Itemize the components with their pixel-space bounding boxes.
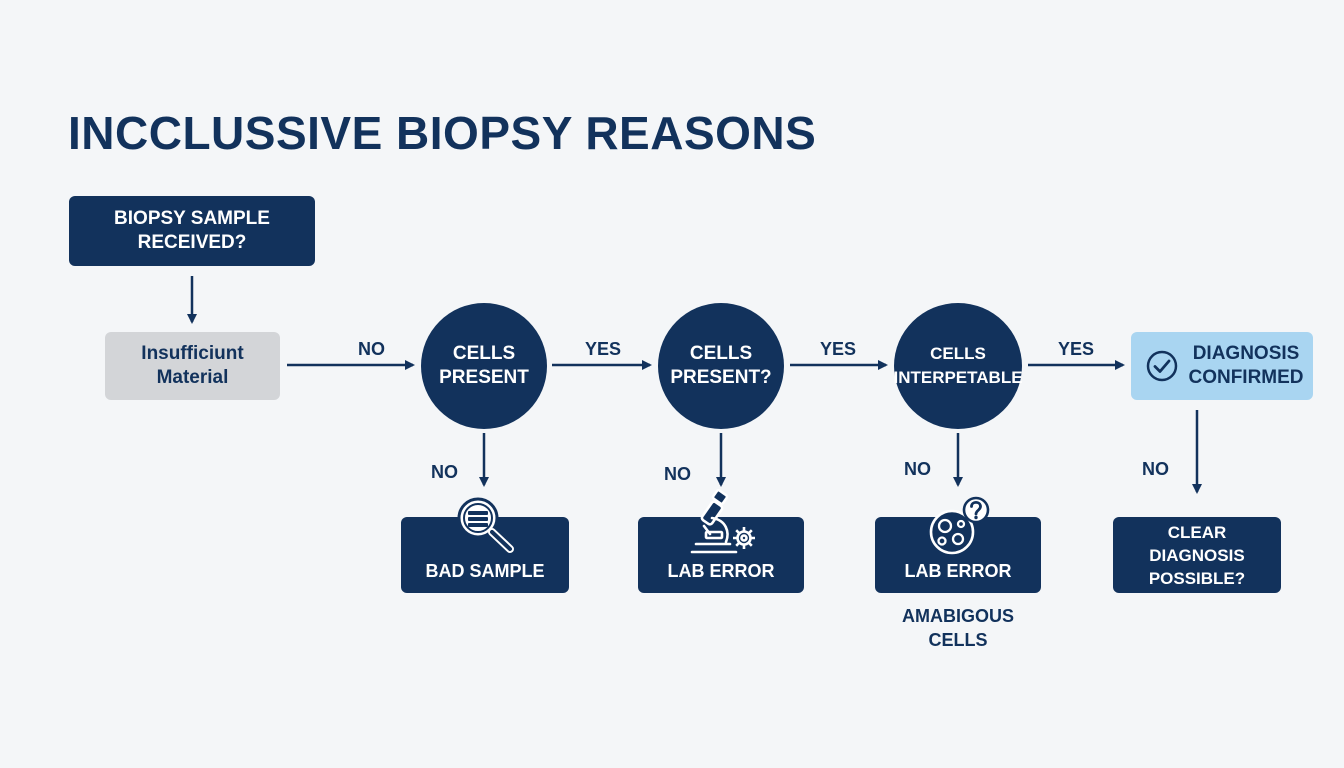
node-cells-present-2: CELLS PRESENT? [658,303,784,429]
node-lab-error-1: LAB ERROR [638,517,804,593]
edge-label-interpretable-to-confirmed: YES [1058,339,1095,359]
node-clear-diagnosis-possible: CLEAR DIAGNOSIS POSSIBLE? [1113,517,1281,593]
page-title: INCCLUSSIVE BIOPSY REASONS [68,107,817,159]
edge-label-interpretable-down: NO [904,459,931,479]
edge-label-cells2-down: NO [664,464,691,484]
magnifier-icon [457,497,514,553]
check-circle-icon [1146,350,1178,382]
edge-label-cells2-to-interpretable: YES [820,339,857,359]
bad-sample-label: BAD SAMPLE [425,561,545,581]
edge-label-confirmed-down: NO [1142,459,1169,479]
edge-label-cells1-to-cells2: YES [585,339,622,359]
lab-error-1-label: LAB ERROR [667,561,775,581]
edge-label-insufficient-to-cells1: NO [358,339,385,359]
cells-question-icon [929,496,990,555]
node-lab-error-2: LAB ERROR [875,517,1041,593]
diagnosis-confirmed-label: DIAGNOSIS CONFIRMED [1188,343,1304,388]
lab-error-2-label: LAB ERROR [904,561,1012,581]
ambiguous-cells-caption: AMABIGOUS CELLS [902,606,1014,650]
node-cells-present-1: CELLS PRESENT [421,303,547,429]
node-cells-interpretable: CELLS INTERPETABLE [893,303,1023,429]
edge-label-cells1-down: NO [431,462,458,482]
node-insufficient-material: Insufficiunt Material [105,332,280,400]
microscope-gear-icon [690,488,755,554]
node-diagnosis-confirmed: DIAGNOSIS CONFIRMED [1131,332,1313,400]
node-biopsy-sample-received: BIOPSY SAMPLE RECEIVED? [69,196,315,266]
